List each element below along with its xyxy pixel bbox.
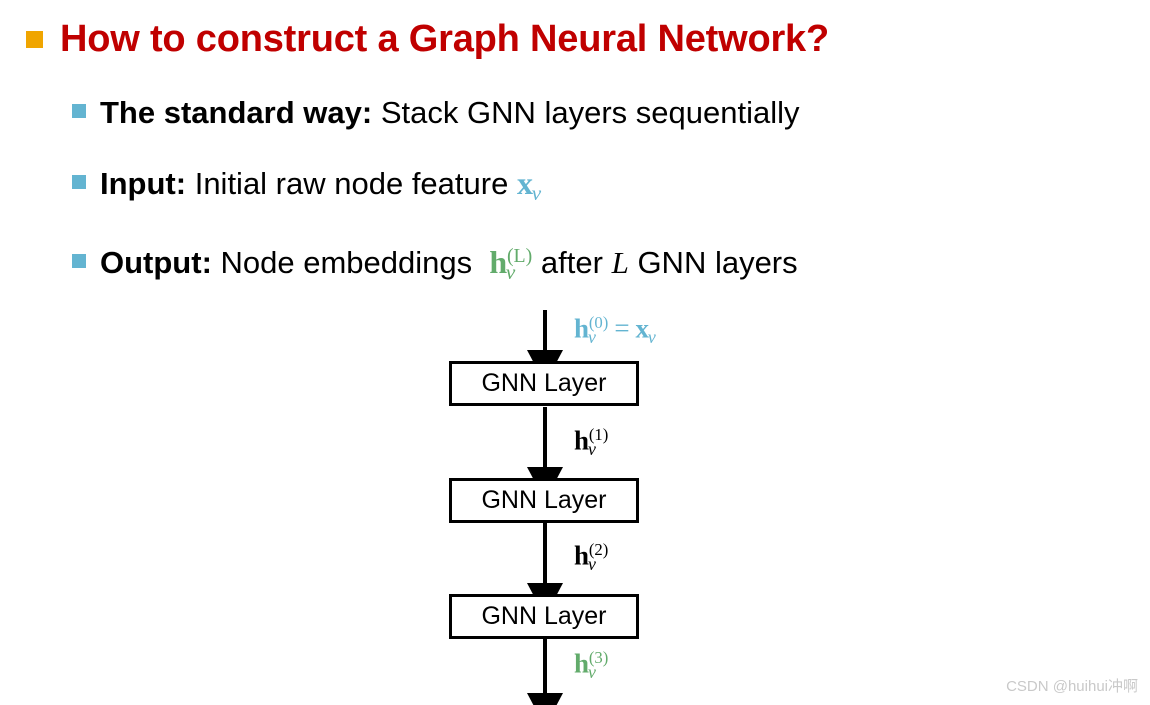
math-h-v-2: hv(2) [574, 540, 608, 575]
math-h-v-2-sup: (2) [588, 540, 609, 559]
math-h-v-0-rhs-base: x [635, 313, 649, 344]
bullet-output-label: Output: [100, 245, 212, 280]
bullet-input-label: Input: [100, 166, 187, 201]
math-h-v-0-base: h [574, 313, 590, 344]
bullet-input-body: Initial raw node feature [194, 166, 509, 201]
bullet-standard-way-label: The standard way: [100, 95, 373, 130]
math-h-v-0-equals: = [614, 313, 630, 344]
bullet-standard-way-body: Stack GNN layers sequentially [380, 95, 800, 130]
bullet-standard-way-text: The standard way: Stack GNN layers seque… [100, 95, 800, 130]
math-h-v-3: hv(3) [574, 648, 608, 683]
math-h-v-1-sub: v [587, 438, 596, 459]
math-h-v-2-base: h [574, 540, 590, 571]
bullet-standard-way: The standard way: Stack GNN layers seque… [72, 95, 800, 130]
gnn-layer-box-2[interactable]: GNN Layer [449, 478, 639, 523]
math-h-v-1-base: h [574, 425, 590, 456]
bullet-square-icon [72, 104, 86, 118]
math-h-v-2-sub: v [587, 553, 596, 574]
bullet-output: Output: Node embeddings hv(L) after L GN… [72, 244, 798, 285]
page-title: How to construct a Graph Neural Network? [60, 18, 829, 60]
bullet-square-icon [72, 175, 86, 189]
bullet-output-body: Node embeddings [220, 245, 473, 280]
bullet-output-tail-pre: after [540, 245, 603, 280]
watermark: CSDN @huihui冲啊 [1006, 678, 1138, 695]
math-x-v-base: x [516, 165, 533, 201]
math-h-v-1-sup: (1) [588, 425, 609, 444]
math-h-v-3-sub: v [587, 661, 596, 682]
bullet-output-var-L: L [611, 245, 629, 280]
gnn-layer-box-3-label: GNN Layer [481, 602, 607, 630]
math-h-v-L-base: h [489, 244, 508, 280]
edge-label-h1: hv(1) [574, 425, 608, 460]
bullet-square-icon [26, 30, 43, 48]
math-x-v: xv [516, 165, 542, 206]
slide-title-row: How to construct a Graph Neural Network? [26, 20, 829, 58]
edge-label-h0: hv(0)=xv [574, 313, 656, 348]
math-h-v-0-rhs-sub: v [647, 326, 656, 347]
math-h-v-0-sub: v [587, 326, 596, 347]
math-h-v-0: hv(0)=xv [574, 313, 656, 348]
edge-label-h2: hv(2) [574, 540, 608, 575]
gnn-layer-box-1-label: GNN Layer [481, 369, 607, 397]
bullet-output-text: Output: Node embeddings hv(L) after L GN… [100, 244, 798, 285]
gnn-layer-box-3[interactable]: GNN Layer [449, 594, 639, 639]
math-h-v-3-sup: (3) [588, 648, 609, 667]
edge-label-h3: hv(3) [574, 648, 608, 683]
gnn-layer-box-1[interactable]: GNN Layer [449, 361, 639, 406]
math-h-v-L: hv(L) [489, 244, 533, 285]
math-h-v-0-sup: (0) [588, 313, 609, 332]
bullet-square-icon [72, 254, 86, 268]
bullet-output-tail-post: GNN layers [637, 245, 798, 280]
math-h-v-1: hv(1) [574, 425, 608, 460]
gnn-layer-box-2-label: GNN Layer [481, 486, 607, 514]
math-h-v-L-sup: (L) [506, 244, 533, 267]
math-x-v-sub: v [531, 181, 542, 206]
bullet-input-text: Input: Initial raw node feature xv [100, 165, 542, 206]
math-h-v-L-sub: v [505, 260, 516, 285]
math-h-v-3-base: h [574, 648, 590, 679]
bullet-input: Input: Initial raw node feature xv [72, 165, 542, 206]
